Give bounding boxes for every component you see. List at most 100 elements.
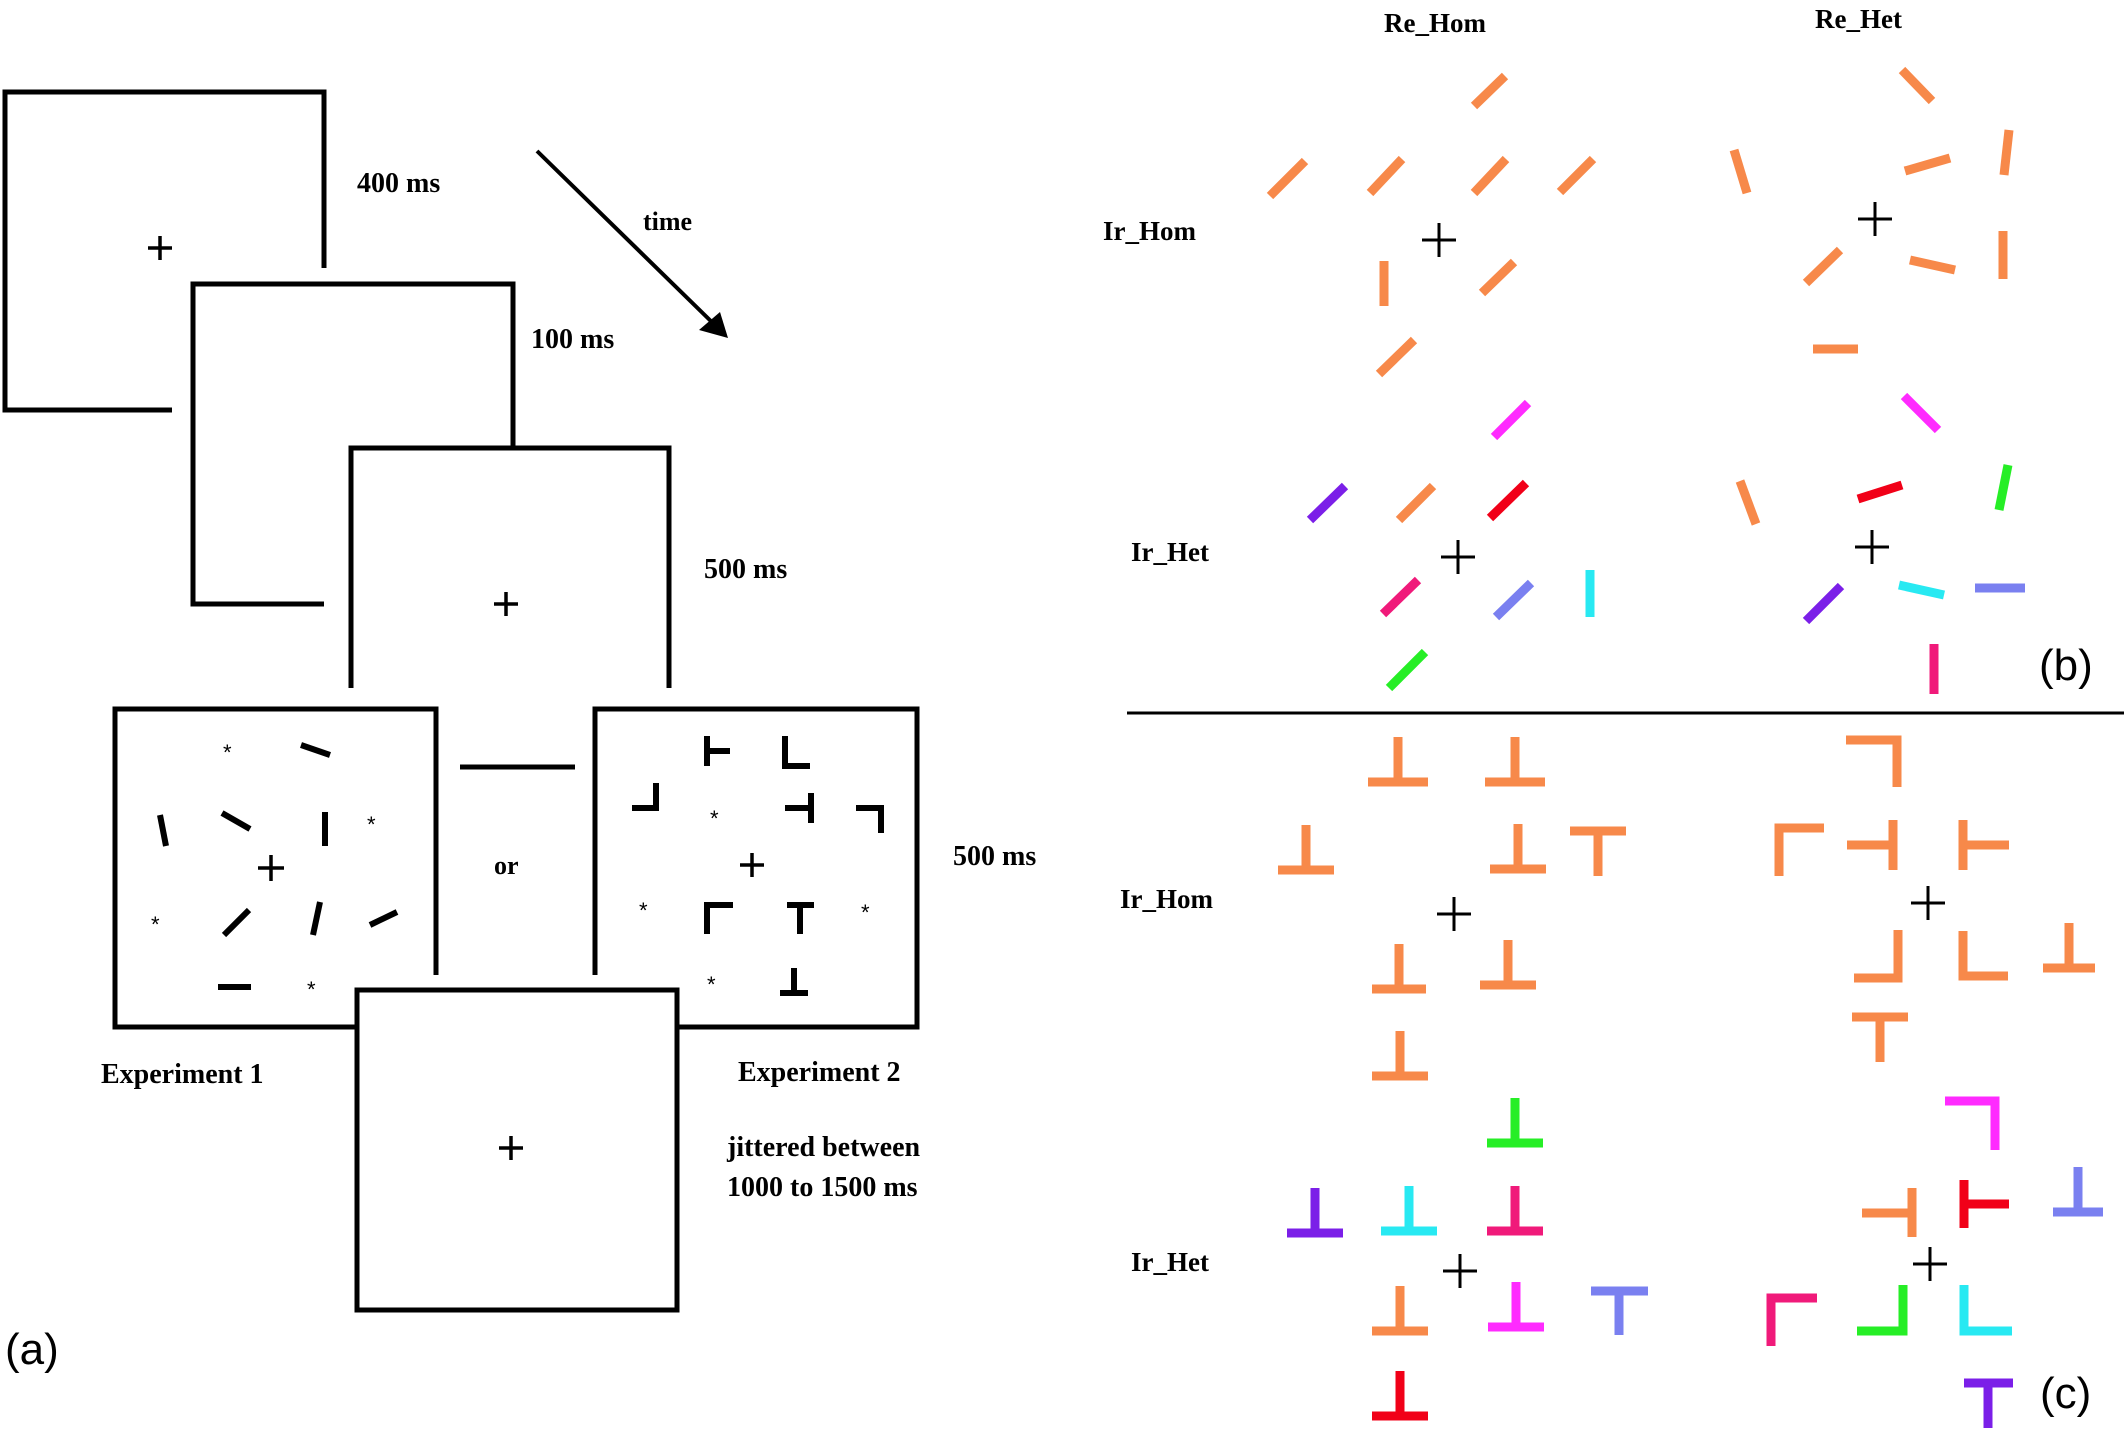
t-shape (1278, 825, 1334, 875)
asterisk: * (861, 900, 870, 925)
l-shape (1945, 1096, 2000, 1150)
t-shape (704, 736, 730, 766)
asterisk: * (367, 812, 376, 837)
line-element (300, 742, 331, 758)
frame-3-fixation (348, 445, 672, 688)
t-shape (1964, 1378, 2013, 1428)
t-shape (1487, 1186, 1543, 1236)
t-shape (1862, 1188, 1917, 1237)
line-element (1909, 255, 1956, 275)
panel-b-label: (b) (2039, 641, 2093, 690)
asterisk: * (639, 898, 648, 923)
line-element (1486, 479, 1530, 522)
row-label-ir-hom: Ir_Hom (1120, 884, 1213, 914)
t-shape (1372, 1286, 1428, 1336)
line-element (221, 907, 252, 938)
l-shape (1854, 930, 1903, 983)
panel-a-label: (a) (5, 1325, 59, 1374)
t-shape (1487, 1098, 1543, 1148)
frame-1-fixation (2, 89, 327, 413)
line-element (1994, 464, 2013, 511)
display-irhet-rehet (1766, 1096, 2103, 1428)
line-element (1556, 155, 1597, 196)
t-shape (1372, 1371, 1428, 1421)
l-shape (1774, 823, 1824, 876)
display-irhet-rehom (1306, 399, 1595, 692)
display-irhom-rehet (1774, 735, 2095, 1062)
time-label: time (643, 207, 692, 236)
line-element (220, 810, 252, 832)
line-element (1492, 579, 1535, 621)
asterisk: * (307, 977, 316, 1002)
l-shape (1857, 1285, 1908, 1336)
t-shape (1372, 944, 1426, 994)
duration-label: 500 ms (704, 554, 787, 585)
asterisk: * (151, 912, 160, 937)
line-element (1898, 66, 1936, 105)
line-element (1802, 246, 1844, 287)
display-irhom-rehom (1266, 72, 1597, 378)
t-shape (1287, 1188, 1343, 1238)
line-element (1490, 399, 1532, 441)
column-header-re-hom: Re_Hom (1384, 8, 1486, 38)
t-shape (1480, 940, 1536, 990)
time-arrow-head (699, 312, 728, 338)
display-irhet-rehom (1287, 1098, 1648, 1421)
line-element (1999, 129, 2014, 176)
line-element (1366, 155, 1406, 197)
experiment-2-shapes (632, 736, 884, 996)
t-shape (787, 902, 814, 934)
l-shape (1766, 1293, 1817, 1346)
line-element (1898, 580, 1945, 600)
display-irhom-rehom (1278, 737, 1626, 1081)
line-element (157, 814, 169, 847)
t-shape (1381, 1186, 1437, 1236)
asterisk: * (707, 972, 716, 997)
line-element (1266, 157, 1309, 200)
experiment-2-label: Experiment 2 (738, 1057, 901, 1088)
duration-label: 500 ms (953, 841, 1036, 872)
experiment-1-lines (157, 742, 399, 990)
l-shape (856, 805, 884, 833)
row-label-ir-het: Ir_Het (1131, 537, 1209, 567)
line-element (1729, 148, 1752, 195)
line-element (1903, 153, 1952, 176)
experiment-1-label: Experiment 1 (101, 1059, 264, 1090)
line-element (310, 901, 323, 936)
frame-final-fixation (354, 987, 680, 1313)
t-shape (2053, 1167, 2103, 1217)
t-shape (1959, 1180, 2009, 1228)
row-label-ir-hom: Ir_Hom (1103, 216, 1196, 246)
line-element (1470, 72, 1509, 110)
l-shape (632, 783, 659, 811)
column-header-re-het: Re_Het (1815, 4, 1902, 34)
line-element (1385, 648, 1429, 692)
line-element (1306, 482, 1349, 524)
panel-a-trial-sequence: 400 ms 100 ms 500 ms 500 ms time or Expe… (2, 89, 1036, 1374)
l-shape (1959, 1285, 2012, 1336)
asterisk: * (710, 806, 719, 831)
l-shape (782, 736, 810, 769)
l-shape (1846, 735, 1902, 787)
time-arrow (535, 149, 722, 332)
line-element (1379, 576, 1422, 618)
t-shape (1591, 1286, 1648, 1335)
t-shape (1490, 824, 1546, 874)
panel-b-line-displays: Re_Hom Re_Het Ir_Hom Ir_Het (1103, 4, 2093, 694)
t-shape (1847, 820, 1898, 870)
t-shape (2043, 923, 2095, 973)
t-shape (1488, 1282, 1544, 1332)
line-element (1395, 482, 1437, 524)
or-label: or (494, 851, 519, 880)
duration-label: 400 ms (357, 168, 440, 199)
panel-c-label: (c) (2040, 1369, 2091, 1418)
line-element (1375, 336, 1418, 378)
row-label-ir-het: Ir_Het (1131, 1247, 1209, 1277)
asterisk: * (223, 740, 232, 765)
t-shape (1372, 1031, 1428, 1081)
t-shape (1485, 737, 1545, 787)
line-element (368, 909, 399, 928)
line-element (1900, 392, 1942, 434)
frame-2-blank (190, 281, 516, 607)
